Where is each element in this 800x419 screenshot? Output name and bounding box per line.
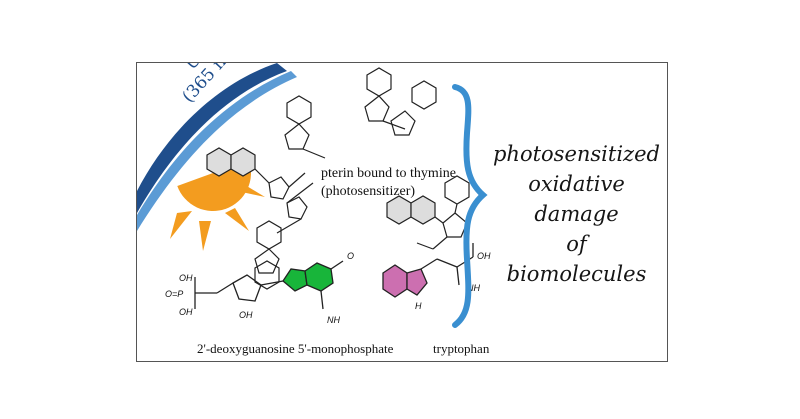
- pterin-nucleotide-structure: [386, 175, 470, 250]
- photosensitizer-label: pterin bound to thymine (photosensitizer…: [321, 165, 456, 201]
- svg-text:NH: NH: [327, 315, 340, 325]
- photosensitizer-label-line1: pterin bound to thymine: [321, 166, 456, 181]
- svg-text:O: O: [347, 251, 354, 261]
- svg-text:OH: OH: [179, 273, 193, 283]
- svg-text:NH: NH: [467, 283, 480, 293]
- tryptophan-structure: [382, 243, 474, 298]
- figure-frame: OH O=P OH OH NH O H OH NH UV-A (365 nm) …: [136, 62, 668, 362]
- photosensitizer-label-line2: (photosensitizer): [321, 184, 416, 199]
- sun-icon: [170, 160, 265, 251]
- damage-text: photosensitized oxidative damage of biom…: [489, 139, 664, 289]
- diagram-canvas: OH O=P OH OH NH O H OH NH: [137, 63, 491, 328]
- damage-text-line2: oxidative: [528, 172, 625, 196]
- svg-text:O=P: O=P: [165, 289, 183, 299]
- tryptophan-label: tryptophan: [433, 341, 490, 356]
- damage-text-line4: of: [566, 232, 587, 256]
- dgmp-label: 2'-deoxyguanosine 5'-monophosphate: [197, 341, 394, 356]
- damage-text-line1: photosensitized: [492, 142, 660, 166]
- curly-brace: [452, 84, 488, 328]
- svg-text:OH: OH: [477, 251, 491, 261]
- svg-text:OH: OH: [179, 307, 193, 317]
- svg-text:OH: OH: [239, 310, 253, 320]
- damage-text-line5: biomolecules: [506, 262, 647, 286]
- pterin-thymine-structure: [206, 67, 437, 290]
- dgmp-structure: [194, 260, 344, 310]
- damage-text-line3: damage: [534, 202, 619, 226]
- svg-text:H: H: [415, 301, 422, 311]
